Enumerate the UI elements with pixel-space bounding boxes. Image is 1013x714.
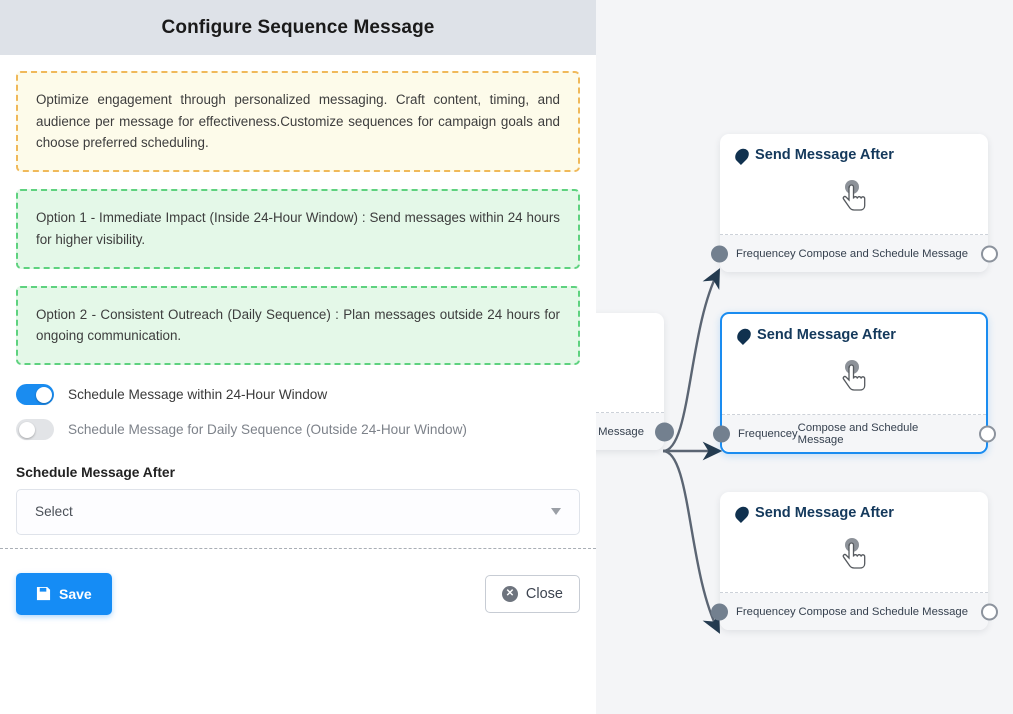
flow-edges bbox=[662, 268, 723, 634]
node-foot-left: Frequencey bbox=[736, 247, 796, 260]
save-button[interactable]: Save bbox=[16, 572, 112, 615]
node-foot-left: Frequencey bbox=[736, 605, 796, 618]
node-title-row: Send Message After bbox=[722, 314, 986, 345]
option-1-callout: Option 1 - Immediate Impact (Inside 24-H… bbox=[16, 189, 580, 269]
node-title-row bbox=[596, 313, 664, 341]
panel-header: Configure Sequence Message bbox=[0, 0, 596, 55]
toggle-label-within-24h: Schedule Message within 24-Hour Window bbox=[68, 387, 328, 403]
option-1-text: Option 1 - Immediate Impact (Inside 24-H… bbox=[36, 210, 560, 247]
panel-body: Optimize engagement through personalized… bbox=[0, 55, 596, 547]
node-footer: Frequencey Compose and Schedule Message bbox=[713, 415, 996, 452]
node-footer: ce Message bbox=[596, 413, 674, 450]
toggle-knob bbox=[35, 386, 52, 403]
node-send-message-after-3[interactable]: Send Message After Frequencey Compose an… bbox=[711, 492, 998, 630]
info-callout-text: Optimize engagement through personalized… bbox=[36, 92, 560, 151]
node-title-row: Send Message After bbox=[720, 134, 988, 165]
droplet-icon bbox=[734, 325, 754, 345]
output-port[interactable] bbox=[979, 425, 996, 442]
droplet-icon bbox=[732, 145, 752, 165]
output-port[interactable] bbox=[981, 245, 998, 262]
toggle-label-daily-sequence: Schedule Message for Daily Sequence (Out… bbox=[68, 422, 467, 438]
toggle-switch-daily-sequence[interactable] bbox=[16, 419, 54, 441]
option-2-callout: Option 2 - Consistent Outreach (Daily Se… bbox=[16, 285, 580, 365]
info-callout: Optimize engagement through personalized… bbox=[16, 71, 580, 173]
node-body bbox=[720, 163, 988, 235]
chevron-down-icon bbox=[551, 508, 561, 516]
node-footer: Frequencey Compose and Schedule Message bbox=[711, 235, 998, 272]
save-floppy-icon bbox=[36, 586, 51, 601]
panel-footer: Save ✕ Close bbox=[0, 548, 596, 638]
close-button[interactable]: ✕ Close bbox=[484, 574, 580, 613]
hand-pointer-icon bbox=[837, 537, 871, 577]
node-foot-left: Frequencey bbox=[738, 427, 798, 440]
toggle-knob bbox=[18, 421, 35, 438]
option-2-text: Option 2 - Consistent Outreach (Daily Se… bbox=[36, 306, 560, 344]
node-foot-right: Compose and Schedule Message bbox=[798, 247, 968, 260]
droplet-icon bbox=[732, 503, 752, 523]
upstream-node-partial[interactable]: ce Message bbox=[596, 313, 674, 450]
flow-canvas[interactable]: ce Message Send Message After Fre bbox=[596, 0, 1013, 714]
node-title: Send Message After bbox=[757, 327, 896, 343]
input-port[interactable] bbox=[711, 245, 728, 262]
hand-pointer-icon bbox=[837, 359, 871, 399]
toggle-row-within-24h[interactable]: Schedule Message within 24-Hour Window bbox=[16, 382, 580, 408]
node-foot-right: Compose and Schedule Message bbox=[798, 605, 968, 618]
node-footer: Frequencey Compose and Schedule Message bbox=[711, 593, 998, 630]
node-body bbox=[722, 343, 986, 415]
node-send-message-after-1[interactable]: Send Message After Frequencey Compose an… bbox=[711, 134, 998, 272]
input-port[interactable] bbox=[711, 603, 728, 620]
page-title: Configure Sequence Message bbox=[161, 16, 435, 38]
configure-sequence-panel: Configure Sequence Message Optimize enga… bbox=[0, 0, 596, 714]
close-circle-icon: ✕ bbox=[501, 585, 518, 602]
input-port[interactable] bbox=[713, 425, 730, 442]
save-button-label: Save bbox=[59, 585, 92, 602]
node-body bbox=[596, 341, 664, 413]
toggle-switch-within-24h[interactable] bbox=[16, 384, 54, 406]
node-title: Send Message After bbox=[755, 505, 894, 521]
node-title: Send Message After bbox=[755, 147, 894, 163]
node-send-message-after-2[interactable]: Send Message After Frequencey Compose an… bbox=[713, 312, 996, 454]
schedule-after-select[interactable]: Select bbox=[16, 488, 580, 535]
node-foot-right: Compose and Schedule Message bbox=[797, 421, 919, 446]
schedule-after-label: Schedule Message After bbox=[16, 464, 175, 480]
schedule-after-value: Select bbox=[35, 504, 73, 520]
output-port[interactable] bbox=[981, 603, 998, 620]
hand-pointer-icon bbox=[837, 179, 871, 219]
upstream-node-foot-right: ce Message bbox=[596, 425, 644, 438]
node-body bbox=[720, 521, 988, 593]
close-button-label: Close bbox=[525, 585, 563, 602]
toggle-row-daily-sequence[interactable]: Schedule Message for Daily Sequence (Out… bbox=[16, 417, 580, 443]
node-title-row: Send Message After bbox=[720, 492, 988, 523]
output-port[interactable] bbox=[655, 422, 674, 441]
